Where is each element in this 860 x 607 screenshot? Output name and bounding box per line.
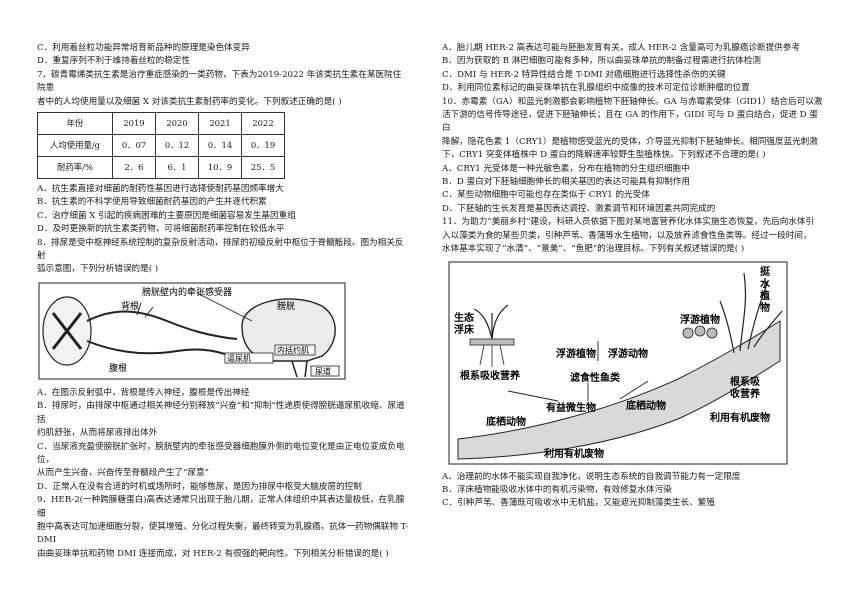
fig1-label-receptor: 膀胱壁内的牵张感受器 xyxy=(142,286,232,298)
q9-option-a: A．胎儿期 HER-2 高表达可能与胚胎发育有关，成人 HER-2 含量高可为乳… xyxy=(442,43,800,53)
fig2-label-root-absorb-right-1: 根系吸 xyxy=(730,375,761,388)
fig1-label-urethra: 尿道 xyxy=(315,366,331,376)
fig2-label-phytoplankton: 浮游植物 xyxy=(556,347,596,360)
table-cell: 10．9 xyxy=(198,156,242,180)
fig2-label-emergent-2: 水 xyxy=(759,277,771,290)
fig1-label-bladder: 膀胱 xyxy=(277,300,295,312)
table-cell: 耐药率/% xyxy=(37,156,113,180)
q11-option-b: B．浮床植物能吸收水体中的有机污染物，有效修复水体污染 xyxy=(442,484,672,495)
table-cell: 0．12 xyxy=(155,134,199,158)
table-row: 年份 2019 2020 2021 2022 xyxy=(37,112,285,136)
q8-stem-line1: 8．排尿是受中枢神经系统控制的复杂反射活动，排尿的初级反射中枢位于脊髓骶段。图为… xyxy=(37,237,404,262)
ecological-restoration-figure: 挺 水 植 物 生态 浮床 根系吸收营养 浮游植物 浮游动物 浮游植物 滤食性鱼… xyxy=(442,261,824,467)
q8-option-c-line2: 从而产生兴奋，兴奋传至脊髓段产生了“尿意” xyxy=(37,468,210,479)
q8-stem-line2: 弧示意图，下列分析错误的是( ) xyxy=(37,264,159,275)
q7-option-b: B．抗生素的不科学使用导致细菌耐药基因的产生并逐代积累 xyxy=(37,197,267,208)
table-row: 人均使用量/g 0．07 0．12 0．14 0．19 xyxy=(37,134,285,158)
reflex-arc-figure: 膀胱壁内的牵张感受器 背根 膀胱 腹根 逼尿肌 内括约肌 尿道 xyxy=(37,281,409,383)
q8-option-b-line2: 约肌舒张，从而将尿液排出体外 xyxy=(37,428,158,439)
fig2-label-emergent-4: 物 xyxy=(760,301,770,314)
reflex-arc-diagram: 膀胱壁内的牵张感受器 背根 膀胱 腹根 逼尿肌 内括约肌 尿道 xyxy=(38,282,346,380)
fig2-label-float-bed-2: 浮床 xyxy=(454,323,475,336)
fig2-label-root-absorb: 根系吸收营养 xyxy=(460,369,521,382)
q7-option-d: D．及时更换新的抗生素类药物，可将细菌耐药率控制在较低水平 xyxy=(37,224,285,235)
q11-stem-line2: 入以藻类为食的某些贝类，引种芦苇、香蒲等水生植物，以及放养滤食性鱼类等。经过一段… xyxy=(442,230,812,241)
q8-option-a: A．在图示反射弧中，背根是传入神经，腹根是传出神经 xyxy=(37,387,250,398)
q6-option-c: C．利用着丝粒功能异常培育新品种的原理是染色体变异 xyxy=(37,43,250,53)
fig2-label-emergent-1: 挺 xyxy=(760,265,771,278)
table-cell: 2．6 xyxy=(112,156,156,180)
table-row: 耐药率/% 2．6 6．1 10．9 25．5 xyxy=(37,156,285,180)
q10-option-d: D．下胚轴的生长发育是基因表达调控、激素调节和环境因素共同完成的 xyxy=(442,203,716,214)
left-column: C．利用着丝粒功能异常培育新品种的原理是染色体变异 D．重复序列不利于维持着丝粒… xyxy=(37,42,409,561)
fig2-label-floating-plant: 浮游植物 xyxy=(680,313,720,326)
q10-stem-line2: 活下游的信号传导途径，促进下胚轴伸长；且在 GA 的作用下，GIDI 可与 D … xyxy=(442,110,818,134)
fig2-label-float-bed-1: 生态 xyxy=(454,311,474,324)
ecological-restoration-diagram: 挺 水 植 物 生态 浮床 根系吸收营养 浮游植物 浮游动物 浮游植物 滤食性鱼… xyxy=(448,261,788,464)
q10-option-c: C．某些动物细胞中可能也存在类似于 CRY1 的光受体 xyxy=(442,190,650,201)
table-cell: 年份 xyxy=(37,112,113,136)
fig1-label-detrusor: 逼尿肌 xyxy=(227,354,251,363)
q10-option-a: A．CRY1 光受体是一种光敏色素，分布在植物的分生组织细胞中 xyxy=(442,163,690,174)
table-cell: 2022 xyxy=(241,112,285,136)
table-cell: 人均使用量/g xyxy=(37,134,113,158)
q7-option-a: A．抗生素直接对细菌的耐药性基因进行选择使耐药基因频率增大 xyxy=(37,184,284,195)
q7-stem-line2: 者中的人均使用量以及细菌 X 对该类抗生素耐药率的变化。下列叙述正确的是( ) xyxy=(37,96,342,107)
q11-option-c: C．引种芦苇、香蒲既可吸收水中无机盐，又能遮光抑制藻类生长、繁殖 xyxy=(442,498,715,509)
q7-data-table: 年份 2019 2020 2021 2022 人均使用量/g 0．07 0．12… xyxy=(37,112,285,180)
q9-option-b: B．因为获取的 B 淋巴细胞可能有多种，所以曲妥珠单抗的制备过程需进行抗体检测 xyxy=(442,56,761,67)
q9-stem-line1: 9．HER-2(一种跨膜糖蛋白)高表达通常只出现于胎儿期，正常人体组织中其表达量… xyxy=(37,495,405,519)
q11-option-a: A．治理前的水体不能实现自我净化，说明生态系统的自我调节能力有一定限度 xyxy=(442,471,741,482)
q7-option-c: C．治疗细菌 X 引起的疾病困难的主要原因是细菌容易发生基因重组 xyxy=(37,210,296,221)
table-cell: 6．1 xyxy=(155,156,199,180)
sediment-bed xyxy=(457,319,781,460)
q8-option-d: D．正常人在没有合适的时机或场所时，能够憋尿，是因为排尿中枢受大脑皮层的控制 xyxy=(37,481,362,492)
fig2-label-benthic-right: 底栖动物 xyxy=(626,399,666,412)
fig1-label-dorsal-root: 背根 xyxy=(121,300,139,312)
q10-stem-line1: 10．赤霉素（GA）和蓝光刺激都会影响植物下胚轴伸长。GA 与赤霉素受体（GID… xyxy=(442,96,823,107)
table-cell: 0．07 xyxy=(112,134,156,158)
fig1-label-sphincter: 内括约肌 xyxy=(277,345,309,355)
table-cell: 0．14 xyxy=(198,134,242,158)
table-cell: 25．5 xyxy=(241,156,285,180)
fig2-label-zooplankton: 浮游动物 xyxy=(608,347,648,360)
table-cell: 2020 xyxy=(155,112,199,136)
table-cell: 2019 xyxy=(112,112,156,136)
fig2-label-filter-fish: 滤食性鱼类 xyxy=(570,371,620,384)
q10-option-b: B．D 蛋白对下胚轴细胞伸长的相关基因的表达可能具有抑制作用 xyxy=(442,177,690,188)
q10-stem-line4: 下，CRY1 突变体植株中 D 蛋白的降解速率较野生型植株快。下列叙述不合理的是… xyxy=(442,150,766,161)
table-cell: 2021 xyxy=(198,112,242,136)
q6-option-d: D．重复序列不利于维持着丝粒的稳定性 xyxy=(37,56,190,67)
q7-stem-line1: 7．碳青霉烯类抗生素是治疗重症感染的一类药物，下表为2019-2022 年该类抗… xyxy=(37,69,402,94)
table-cell: 0．19 xyxy=(241,134,285,158)
fig2-label-root-absorb-right-2: 收营养 xyxy=(730,387,761,400)
q8-option-b-line1: B．排尿时，由排尿中枢通过相关神经分别释放“兴奋”和“抑制”性递质使得膀胱逼尿肌… xyxy=(37,401,405,425)
q9-option-d: D．利用同位素标记的曲妥珠单抗在乳腺组织中成像的技术可定位诊断肿瘤的位置 xyxy=(442,83,750,94)
q9-stem-line2: 胞中高表达可加速细胞分裂，使其增殖、分化过程失衡，最终转变为乳腺癌。抗体一药物偶… xyxy=(37,521,409,546)
q9-option-c: C．DMI 与 HER-2 特异性结合是 T-DMI 对癌细胞进行选择性杀伤的关… xyxy=(442,69,726,80)
fig2-label-organic-right: 利用有机废物 xyxy=(710,411,770,424)
q9-stem-line3: 由曲妥珠单抗和药物 DMI 连接而成，对 HER-2 有很强的靶向性。下列相关分… xyxy=(37,548,389,559)
fig2-label-microbes: 有益微生物 xyxy=(546,401,596,414)
q10-stem-line3: 降解，隐花色素 1（CRY1）是植物感受蓝光的受体，介导蓝光抑制下胚轴伸长。相同… xyxy=(442,136,818,147)
fig2-label-organic-bottom: 利用有机废物 xyxy=(544,447,604,460)
q11-stem-line3: 水体基本实现了“水清”、“景美”、“鱼肥”的治理目标。下列有关叙述错误的是( ) xyxy=(442,244,745,255)
q8-option-c-line1: C．当尿液充盈使膀胱扩张时，膀胱壁内的牵张感受器细胞膜外侧的电位变化是由正电位变… xyxy=(37,441,405,465)
right-column: A．胎儿期 HER-2 高表达可能与胚胎发育有关，成人 HER-2 含量高可为乳… xyxy=(442,42,824,511)
fig1-label-ventral-root: 腹根 xyxy=(109,362,127,374)
q11-stem-line1: 11．为助力“美丽乡村”建设，科研人员依据下图对某地富营养化水体实施生态恢复，先… xyxy=(442,217,815,228)
fig2-label-benthic-left: 底栖动物 xyxy=(486,415,526,428)
fig2-label-emergent-3: 植 xyxy=(759,289,770,302)
